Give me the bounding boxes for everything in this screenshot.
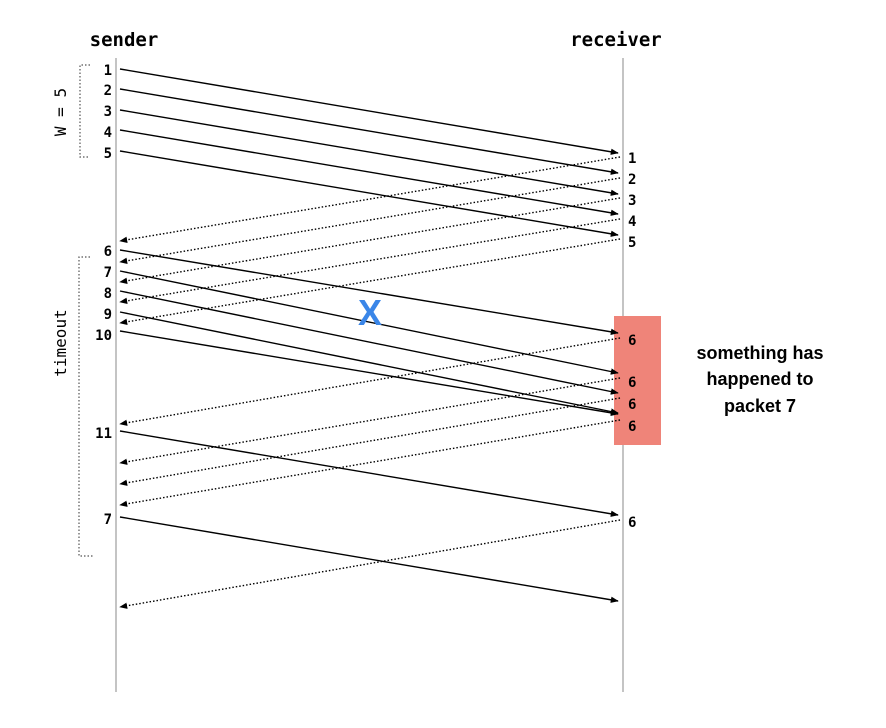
- sender-packet-label: 9: [104, 307, 112, 323]
- ack-2-arrow: [119, 177, 621, 264]
- receiver-ack-labels: 1 2 3 4 5 6 6 6 6 6: [628, 151, 636, 531]
- sender-packet-label: 2: [104, 83, 112, 99]
- data-packet-11-arrow: [119, 430, 619, 517]
- loss-note: something has happened to packet 7: [696, 343, 823, 416]
- packet-lost-marker: X: [358, 292, 382, 333]
- data-packet-2-arrow: [119, 88, 619, 175]
- dup-ack-6-first-arrow: [119, 377, 621, 465]
- receiver-ack-label: 5: [628, 235, 636, 251]
- receiver-ack-label: 3: [628, 193, 636, 209]
- data-packet-6-arrow: [119, 249, 619, 335]
- sender-packet-label: 3: [104, 104, 112, 120]
- ack-3-arrow: [119, 197, 621, 284]
- sender-packet-labels: 1 2 3 4 5 6 7 8 9 10 11 7: [95, 63, 112, 528]
- data-packet-5-arrow: [119, 150, 619, 237]
- duplicate-ack-highlight: [614, 316, 661, 445]
- data-packet-1-arrow: [119, 68, 619, 155]
- sender-packet-label: 1: [104, 63, 112, 79]
- receiver-ack-label: 4: [628, 214, 636, 230]
- sender-packet-label: 5: [104, 146, 112, 162]
- data-packet-arrows: [119, 68, 619, 603]
- note-line: packet 7: [724, 396, 796, 416]
- data-packet-8-arrow: [119, 290, 619, 395]
- window-size-label: W = 5: [51, 88, 70, 136]
- receiver-ack-label: 6: [628, 419, 636, 435]
- ack-1-arrow: [119, 156, 621, 243]
- data-packet-7-arrow-lost: [119, 270, 619, 375]
- sender-packet-label: 7: [104, 512, 112, 528]
- receiver-ack-label: 6: [628, 333, 636, 349]
- data-packet-7-retransmit-arrow: [119, 516, 619, 603]
- dup-ack-6-second-arrow: [119, 397, 621, 486]
- dup-ack-6-fourth-arrow: [119, 519, 621, 609]
- sender-packet-label: 7: [104, 265, 112, 281]
- note-line: happened to: [707, 369, 814, 389]
- ack-6-arrow: [119, 337, 621, 426]
- data-packet-3-arrow: [119, 109, 619, 196]
- timeout-label: timeout: [51, 309, 70, 376]
- note-line: something has: [696, 343, 823, 363]
- sender-packet-label: 10: [95, 328, 112, 344]
- data-packet-9-arrow: [119, 311, 619, 415]
- window-bracket: [79, 64, 90, 158]
- data-packet-4-arrow: [119, 129, 619, 216]
- timeout-bracket: [78, 256, 93, 557]
- receiver-ack-label: 6: [628, 375, 636, 391]
- receiver-ack-label: 6: [628, 397, 636, 413]
- sender-label: sender: [90, 29, 159, 51]
- receiver-ack-label: 6: [628, 515, 636, 531]
- ack-arrows: [119, 156, 621, 609]
- sender-packet-label: 6: [104, 244, 112, 260]
- sender-packet-label: 4: [104, 125, 112, 141]
- receiver-ack-label: 2: [628, 172, 636, 188]
- receiver-ack-label: 1: [628, 151, 636, 167]
- ack-5-arrow: [119, 238, 621, 325]
- sender-packet-label: 11: [95, 426, 112, 442]
- data-packet-10-arrow: [119, 330, 619, 416]
- receiver-label: receiver: [570, 29, 662, 51]
- sender-packet-label: 8: [104, 286, 112, 302]
- dup-ack-6-third-arrow: [119, 419, 621, 507]
- ack-4-arrow: [119, 218, 621, 304]
